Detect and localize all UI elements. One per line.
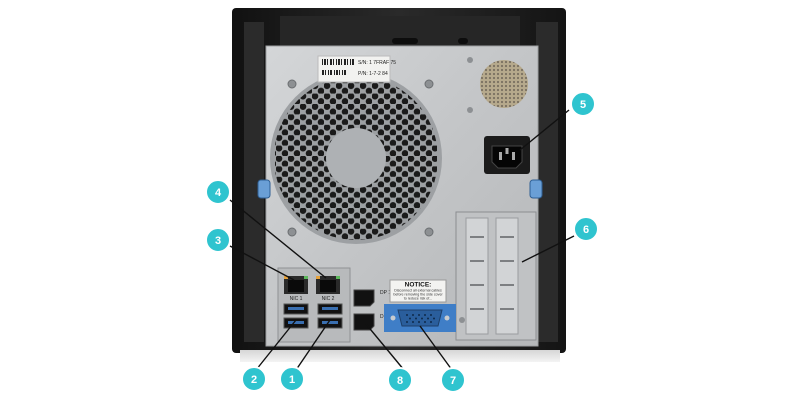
displayport-1-icon[interactable] [353,289,375,307]
leader-line-8 [365,323,405,371]
fan-screw-icon [287,79,297,89]
expansion-slot-cover-1[interactable] [465,217,489,335]
power-inlet[interactable] [484,136,530,174]
sticker-line-2: P/N: 1-7-2 84 [358,71,388,77]
callout-leader-lines [229,109,575,371]
callout-badge-7[interactable]: 7 [440,367,466,393]
psu-vent [467,57,528,113]
expansion-slot-cover-2[interactable] [495,217,519,335]
psu-screw-icon [467,57,473,63]
callout-badge-8[interactable]: 8 [387,367,413,393]
fan-screw-icon [287,227,297,237]
fan-screw-icon [424,227,434,237]
usb-port-pair-left[interactable] [283,303,309,329]
callout-number: 1 [289,374,295,386]
callout-number: 7 [450,375,456,387]
psu-vent-holes [480,60,528,108]
notice-line-2: before removing the side cover [393,293,443,297]
callout-number: 4 [215,187,222,199]
callout-badge-1[interactable]: 1 [279,366,305,392]
callout-badges: 5 6 4 3 2 1 8 7 [205,91,599,393]
callout-number: 2 [251,374,257,386]
notice-sticker: NOTICE: Disconnect all external cables b… [389,279,447,303]
nic-port-2-label: NIC 2 [322,296,335,302]
right-thumbscrew[interactable] [529,179,543,199]
top-slot [392,38,418,44]
top-keyhole [458,38,468,44]
callout-number: 5 [580,99,586,111]
chassis-base [240,350,560,362]
fan-grille [270,72,442,244]
dp-1-label: DP 1 [380,290,391,296]
psu-screw-icon [467,107,473,113]
left-thumbscrew[interactable] [257,179,271,199]
barcode-icon [322,59,354,75]
ethernet-icon [320,280,336,292]
notice-line-3: to reduce risk of... [404,297,433,301]
leader-line-5 [519,109,570,151]
leader-line-6 [521,235,575,263]
nic-port-1[interactable] [284,276,308,294]
notice-title: NOTICE: [405,282,432,289]
callout-badge-4[interactable]: 4 [205,179,231,205]
slot-screw-icon [459,317,465,323]
callout-badge-3[interactable]: 3 [205,227,231,253]
callout-number: 3 [215,235,221,247]
callout-badge-5[interactable]: 5 [570,91,596,117]
vga-port-icon[interactable] [397,309,443,327]
callout-badge-2[interactable]: 2 [241,366,267,392]
leader-line-2 [255,319,297,371]
notice-background [389,279,447,303]
leader-line-4 [229,199,327,279]
notice-line-1: Disconnect all external cables [394,289,442,293]
sticker-line-1: S/N: 1 7FRAF 75 [358,60,396,66]
right-side-edge [536,22,558,342]
ethernet-icon [288,280,304,292]
fan-screw-icon [424,79,434,89]
usb-port-pair-right[interactable] [317,303,343,329]
nic-port-2[interactable] [316,276,340,294]
leader-line-1 [295,319,331,371]
fan-hub [326,128,386,188]
callout-number: 6 [583,224,589,236]
vga-port[interactable] [390,309,450,327]
io-panel: NIC 1 NIC 2 DP 1 DP 2 [277,267,456,343]
expansion-slots[interactable] [455,211,537,341]
power-inlet-socket-icon [491,145,523,169]
callout-badge-6[interactable]: 6 [573,216,599,242]
serial-label-sticker: S/N: 1 7FRAF 75 P/N: 1-7-2 84 [317,55,396,83]
leader-line-7 [419,325,453,371]
displayport-2-icon[interactable] [353,313,375,331]
leader-line-3 [229,245,295,281]
callout-number: 8 [397,375,403,387]
nic-port-1-label: NIC 1 [290,296,303,302]
